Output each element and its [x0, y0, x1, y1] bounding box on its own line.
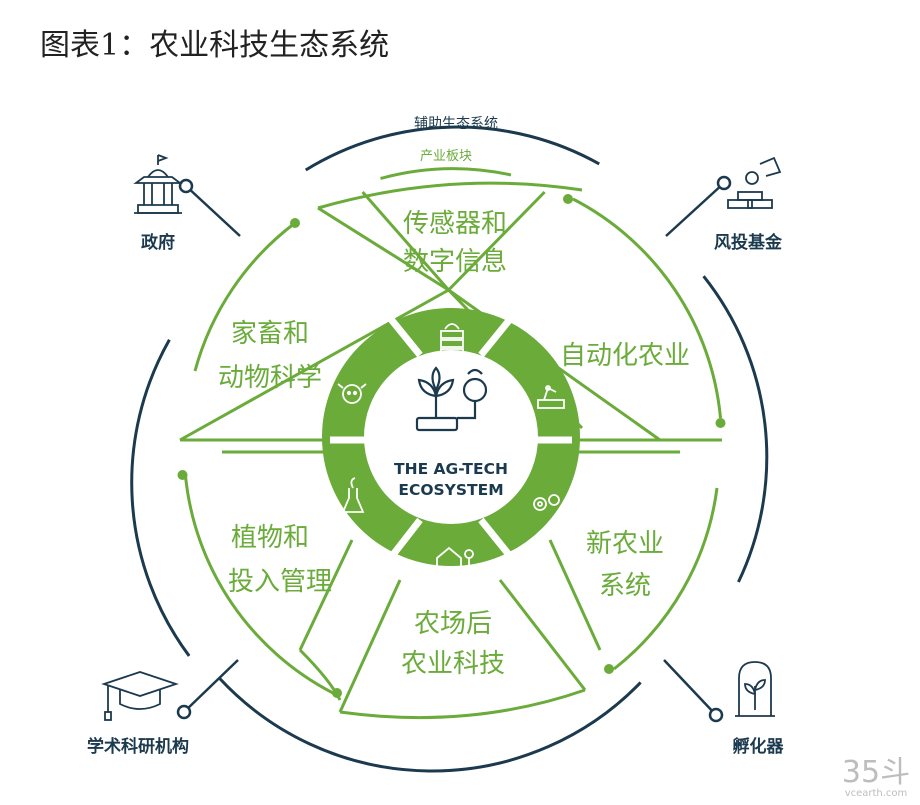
- incubator-jar-icon: [735, 661, 775, 717]
- actor-vc: 风投基金: [714, 156, 783, 253]
- watermark: 35斗 vcearth.com: [842, 755, 910, 799]
- actor-vc-label: 风投基金: [714, 232, 783, 253]
- actor-government-label: 政府: [141, 232, 175, 253]
- inner-donut: [322, 308, 580, 566]
- cow-icon: [337, 383, 367, 404]
- actor-incubator: 孵化器: [733, 661, 785, 757]
- robot-arm-icon: [537, 385, 565, 409]
- farm-icon: [436, 546, 474, 571]
- center-block: THE AG-TECH ECOSYSTEM: [394, 366, 508, 499]
- actor-academia-label: 学术科研机构: [87, 736, 189, 757]
- segment-new-systems-line2: 系统: [599, 571, 651, 601]
- segment-new-systems-line1: 新农业: [586, 529, 664, 559]
- connectors: [183, 182, 725, 716]
- segment-plants: 植物和 投入管理: [228, 523, 332, 597]
- segment-livestock-line1: 家畜和: [231, 319, 309, 349]
- segment-band-top: [317, 181, 583, 210]
- gears-icon: [533, 494, 560, 511]
- watermark-big: 35斗: [842, 755, 910, 790]
- figure-title: 图表1：农业科技生态系统: [40, 28, 390, 63]
- server-icon: [440, 323, 464, 357]
- segment-post-farm-line1: 农场后: [414, 609, 492, 639]
- plant-monitor-icon: [415, 366, 488, 432]
- segment-sensors-line2: 数字信息: [403, 247, 507, 277]
- segment-livestock-line2: 动物科学: [218, 363, 322, 393]
- watermark-small: vcearth.com: [845, 788, 908, 799]
- segment-sensors-line1: 传感器和: [403, 209, 507, 239]
- segment-livestock: 家畜和 动物科学: [218, 319, 322, 393]
- actor-incubator-label: 孵化器: [733, 736, 785, 757]
- outer-ring-label: 辅助生态系统: [414, 116, 498, 132]
- inner-ring-label: 产业板块: [420, 149, 472, 164]
- segment-automation: 自动化农业: [560, 341, 690, 371]
- segment-post-farm: 农场后 农业科技: [401, 609, 505, 679]
- actor-academia: 学术科研机构: [87, 671, 189, 757]
- government-building-icon: [133, 154, 183, 214]
- center-title-line2: ECOSYSTEM: [398, 481, 503, 499]
- actor-government: 政府: [133, 154, 183, 253]
- segment-post-farm-line2: 农业科技: [401, 649, 505, 679]
- segment-sensors: 传感器和 数字信息: [403, 209, 507, 277]
- connector-dots: [176, 175, 732, 723]
- center-title-line1: THE AG-TECH: [394, 460, 508, 478]
- segment-plants-line2: 投入管理: [228, 567, 332, 597]
- graduation-cap-icon: [101, 671, 179, 721]
- segment-automation-line1: 自动化农业: [560, 341, 690, 371]
- flask-icon: [341, 477, 365, 513]
- segment-new-systems: 新农业 系统: [586, 529, 664, 601]
- money-hand-icon: [727, 156, 782, 209]
- segment-plants-line1: 植物和: [231, 523, 309, 553]
- green-ring: [183, 167, 722, 695]
- outer-ring: [130, 125, 769, 773]
- donut-gaps: [330, 315, 572, 559]
